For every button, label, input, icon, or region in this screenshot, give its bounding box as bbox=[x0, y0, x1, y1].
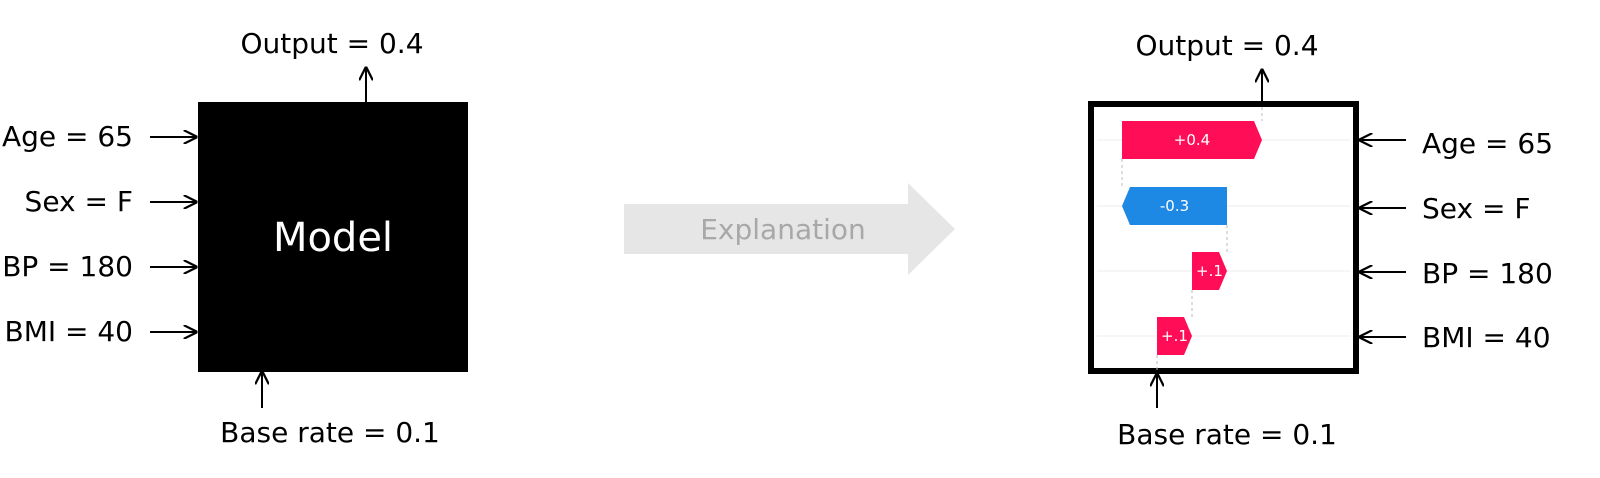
left-input-bmi: BMI = 40 bbox=[4, 315, 133, 348]
bar-label-bmi: +.1 bbox=[1161, 327, 1188, 345]
right-input-bmi: BMI = 40 bbox=[1422, 321, 1551, 354]
explanation-transition: Explanation bbox=[624, 183, 955, 275]
explanation-label: Explanation bbox=[700, 213, 866, 246]
model-box bbox=[198, 102, 468, 372]
left-input-sex: Sex = F bbox=[25, 185, 133, 218]
waterfall-bar-bmi bbox=[1157, 317, 1192, 355]
right-input-sex: Sex = F bbox=[1422, 192, 1530, 225]
bar-label-bp: +.1 bbox=[1196, 262, 1223, 280]
bar-label-age: +0.4 bbox=[1174, 131, 1210, 149]
waterfall-bar-age bbox=[1122, 121, 1262, 159]
left-output-label: Output = 0.4 bbox=[240, 27, 423, 60]
right-base-rate-label: Base rate = 0.1 bbox=[1117, 418, 1337, 451]
waterfall-connectors bbox=[1121, 107, 1263, 371]
left-input-age: Age = 65 bbox=[2, 120, 133, 153]
left-base-rate-label: Base rate = 0.1 bbox=[220, 416, 440, 449]
waterfall-bar-sex bbox=[1122, 187, 1227, 225]
left-model-group: Output = 0.4 Model Age = 65 Sex = F BP =… bbox=[2, 27, 468, 449]
right-explanation-group: Output = 0.4 +0.4 -0.3 +.1 +.1 Age = 65 … bbox=[1088, 29, 1553, 451]
right-input-age: Age = 65 bbox=[1422, 127, 1553, 160]
right-output-label: Output = 0.4 bbox=[1135, 29, 1318, 62]
waterfall-bar-bp bbox=[1192, 252, 1227, 290]
right-input-bp: BP = 180 bbox=[1422, 257, 1553, 290]
left-input-bp: BP = 180 bbox=[2, 250, 133, 283]
model-box-label: Model bbox=[273, 215, 393, 261]
explanation-arrow-shape bbox=[624, 183, 955, 275]
waterfall-bars bbox=[1122, 121, 1262, 355]
bar-label-sex: -0.3 bbox=[1160, 197, 1189, 215]
